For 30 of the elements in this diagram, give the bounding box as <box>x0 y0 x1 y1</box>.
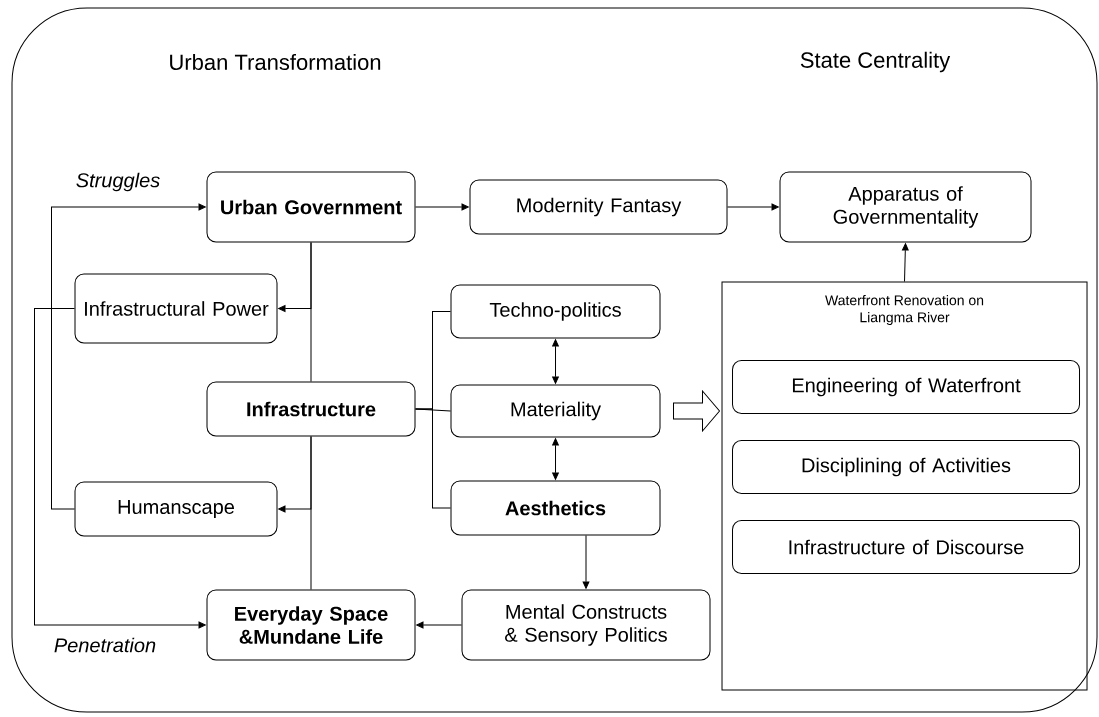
process-box: Infrastructure <box>206 381 416 437</box>
heading: Urban Transformation <box>170 53 381 71</box>
process-box: Everyday Space &Mundane Life <box>206 589 416 661</box>
arrow <box>51 203 206 510</box>
arrow <box>415 203 469 211</box>
arrow <box>582 535 590 589</box>
process-box: Apparatus of Governmentality <box>779 171 1032 243</box>
arrow <box>416 621 462 629</box>
arrow <box>278 242 312 312</box>
arrow <box>901 243 909 282</box>
arrow <box>278 436 312 513</box>
arrow <box>34 308 206 629</box>
process-box: Materiality <box>450 384 661 438</box>
heading: State Centrality <box>800 51 951 73</box>
process-box: Infrastructure of Discourse <box>732 520 1080 574</box>
block-arrow <box>673 390 720 432</box>
process-box: Modernity Fantasy <box>469 179 728 235</box>
process-box: Techno-politics <box>450 284 661 339</box>
arrow <box>552 339 559 384</box>
process-box: Infrastructural Power <box>74 273 278 344</box>
edge-label: Penetration <box>54 637 156 653</box>
process-box: Aesthetics <box>450 480 661 536</box>
arrow <box>552 438 559 480</box>
arrow <box>727 203 779 211</box>
process-box: Disciplining of Activities <box>732 440 1080 494</box>
process-box: Urban Government <box>206 171 416 243</box>
process-box: Engineering of Waterfront <box>732 360 1080 414</box>
process-box: Mental Constructs & Sensory Politics <box>461 589 711 661</box>
edge-label: Struggles <box>76 172 160 192</box>
process-box: Humanscape <box>74 481 278 537</box>
